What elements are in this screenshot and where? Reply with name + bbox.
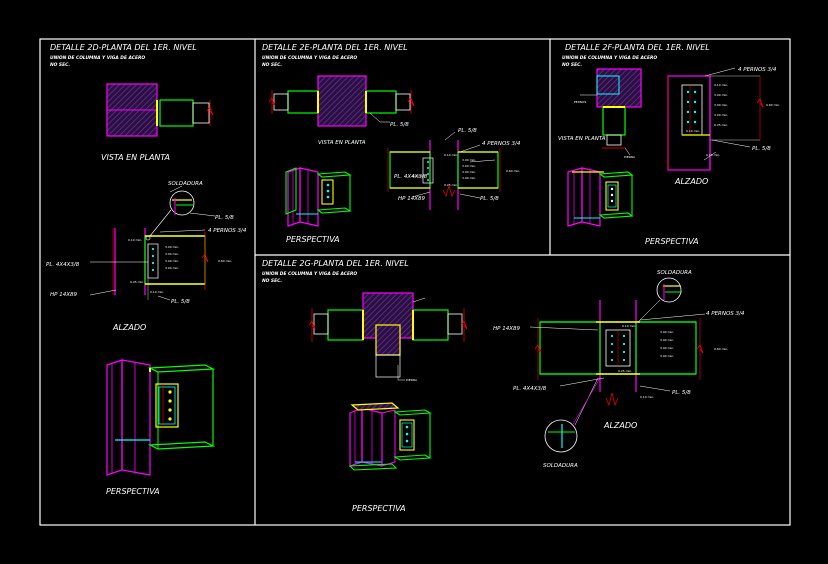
panel-2g-caption-perspective: PERSPECTIVA <box>352 504 406 513</box>
panel-2e-label-plate-plan: PL. 5/8 <box>390 122 409 128</box>
panel-2f-caption-plan: VISTA EN PLANTA <box>558 136 606 142</box>
panel-2e-subtitle: UNION DE COLUMNA Y VIGA DE ACERO <box>262 55 357 61</box>
svg-text:0.60 min.: 0.60 min. <box>714 347 728 351</box>
panel-2d-caption-plan: VISTA EN PLANTA <box>101 153 170 162</box>
svg-text:0.10 min.: 0.10 min. <box>622 324 636 328</box>
panel-2d-label-column: HP 14X89 <box>50 292 77 298</box>
panel-2e-caption-perspective: PERSPECTIVA <box>286 235 340 244</box>
panel-2d-perspective <box>106 359 216 476</box>
panel-2g-caption-elevation: ALZADO <box>603 421 637 430</box>
panel-2e: DETALLE 2E-PLANTA DEL 1ER. NIVEL UNION D… <box>262 43 521 244</box>
svg-text:3.00 min.: 3.00 min. <box>660 330 674 334</box>
svg-text:0.10 min.: 0.10 min. <box>128 238 142 242</box>
panel-2g-label-bolts: 4 PERNOS 3/4 <box>706 311 745 317</box>
panel-2e-label-column: HP 14X89 <box>398 196 425 202</box>
panel-2d: DETALLE 2D-PLANTA DEL 1ER. NIVEL UNION D… <box>46 43 247 496</box>
svg-text:0.10 min.: 0.10 min. <box>706 153 720 157</box>
panel-2g-label-plate-side: PL. 4X4X3/8 <box>513 386 547 392</box>
svg-text:3.00 min.: 3.00 min. <box>462 158 476 162</box>
panel-2d-title: DETALLE 2D-PLANTA DEL 1ER. NIVEL <box>50 43 197 52</box>
panel-2f-scale: NO SEC. <box>562 62 582 68</box>
panel-2d-label-plate-side: PL. 4X4X3/8 <box>46 262 80 268</box>
panel-2f-caption-perspective: PERSPECTIVA <box>645 237 699 246</box>
panel-2f: DETALLE 2F-PLANTA DEL 1ER. NIVEL UNION D… <box>558 43 780 246</box>
svg-text:0.60 min.: 0.60 min. <box>766 103 780 107</box>
svg-text:0.25 min.: 0.25 min. <box>714 123 728 127</box>
svg-text:0.10 min.: 0.10 min. <box>714 83 728 87</box>
panel-2d-subtitle: UNION DE COLUMNA Y VIGA DE ACERO <box>50 55 145 61</box>
panel-2e-plan-view <box>268 75 415 127</box>
panel-2e-perspective <box>285 167 352 227</box>
svg-text:0.60 min.: 0.60 min. <box>218 259 232 263</box>
panel-2e-label-plate-bottom: PL. 5/8 <box>480 196 499 202</box>
svg-text:0.25 min.: 0.25 min. <box>130 280 144 284</box>
panel-2g: DETALLE 2G-PLANTA DEL 1ER. NIVEL UNION D… <box>262 259 745 513</box>
panel-2g-elevation: 3.00 min. 3.00 min. 3.00 min. 3.00 min. … <box>529 277 728 453</box>
panel-2d-label-plate-bottom: PL. 5/8 <box>171 299 190 305</box>
svg-text:0.10 min.: 0.10 min. <box>150 290 164 294</box>
panel-2f-label-bolts: 4 PERNOS 3/4 <box>738 67 777 73</box>
svg-text:3.00 min.: 3.00 min. <box>165 245 179 249</box>
panel-2e-elevation: 3.00 min. 3.00 min. 3.00 min. 3.00 min. … <box>387 131 520 210</box>
svg-text:0.25 min.: 0.25 min. <box>618 369 632 373</box>
panel-2g-label-weld-bottom: SOLDADURA <box>543 463 578 469</box>
panel-2e-title: DETALLE 2E-PLANTA DEL 1ER. NIVEL <box>262 43 408 52</box>
panel-2g-subtitle: UNION DE COLUMNA Y VIGA DE ACERO <box>262 271 357 277</box>
svg-text:3.00 min.: 3.00 min. <box>660 354 674 358</box>
svg-text:3.00 min.: 3.00 min. <box>462 170 476 174</box>
panel-2g-label-column: HP 14X89 <box>493 326 520 332</box>
svg-text:0.25 min.: 0.25 min. <box>444 183 458 187</box>
panel-2g-scale: NO SEC. <box>262 278 282 284</box>
panel-2g-plan-view: PIERNA <box>308 292 468 382</box>
svg-text:3.00 min.: 3.00 min. <box>714 103 728 107</box>
panel-2e-scale: NO SEC. <box>262 62 282 68</box>
svg-text:PIERNA: PIERNA <box>406 378 418 382</box>
panel-2f-label-plate: PL. 5/8 <box>752 146 771 152</box>
panel-2f-subtitle: UNION DE COLUMNA Y VIGA DE ACERO <box>562 55 657 61</box>
panel-2d-caption-elevation: ALZADO <box>112 323 146 332</box>
panel-2g-perspective <box>348 402 432 471</box>
panel-2f-caption-elevation: ALZADO <box>674 177 708 186</box>
panel-2d-plan-view <box>106 83 214 137</box>
panel-2e-label-bolts: 4 PERNOS 3/4 <box>482 141 521 147</box>
svg-text:0.10 min.: 0.10 min. <box>444 153 458 157</box>
svg-text:3.00 min.: 3.00 min. <box>714 113 728 117</box>
panel-2d-elevation: 3.00 min. 3.00 min. 3.00 min. 3.00 min. … <box>89 185 232 301</box>
panel-2d-label-plate-top: PL. 5/8 <box>215 215 234 221</box>
svg-text:PERNOS: PERNOS <box>574 100 586 104</box>
panel-2f-title: DETALLE 2F-PLANTA DEL 1ER. NIVEL <box>565 43 710 52</box>
svg-text:3.00 min.: 3.00 min. <box>462 176 476 180</box>
panel-2g-label-weld-top: SOLDADURA <box>657 270 692 276</box>
svg-text:3.00 min.: 3.00 min. <box>714 93 728 97</box>
svg-text:PIERNA: PIERNA <box>624 155 636 159</box>
svg-text:0.10 min.: 0.10 min. <box>686 129 700 133</box>
svg-text:3.00 min.: 3.00 min. <box>165 266 179 270</box>
panel-2e-caption-plan: VISTA EN PLANTA <box>318 140 366 146</box>
panel-2f-elevation: 0.10 min. 3.00 min. 3.00 min. 3.00 min. … <box>667 67 780 171</box>
svg-text:3.00 min.: 3.00 min. <box>165 252 179 256</box>
svg-text:3.00 min.: 3.00 min. <box>660 346 674 350</box>
panel-2g-title: DETALLE 2G-PLANTA DEL 1ER. NIVEL <box>262 259 409 268</box>
svg-text:3.00 min.: 3.00 min. <box>660 338 674 342</box>
panel-2f-plan-view: PERNOS PIERNA <box>574 68 642 159</box>
svg-text:3.00 min.: 3.00 min. <box>165 259 179 263</box>
panel-2f-perspective <box>567 167 634 227</box>
panel-2d-label-weld: SOLDADURA <box>168 181 203 187</box>
panel-2d-label-bolts: 4 PERNOS 3/4 <box>208 228 247 234</box>
panel-2g-label-plate-bottom: PL. 5/8 <box>672 390 691 396</box>
panel-2e-label-plate-side: PL. 4X4X3/8 <box>394 174 428 180</box>
panel-2d-scale: NO SEC. <box>50 62 70 68</box>
svg-text:0.60 min.: 0.60 min. <box>506 169 520 173</box>
svg-text:0.10 min.: 0.10 min. <box>640 395 654 399</box>
panel-2d-caption-perspective: PERSPECTIVA <box>106 487 160 496</box>
panel-2e-label-plate-top: PL. 5/8 <box>458 128 477 134</box>
sheet-frame <box>39 38 791 526</box>
svg-text:3.00 min.: 3.00 min. <box>462 164 476 168</box>
